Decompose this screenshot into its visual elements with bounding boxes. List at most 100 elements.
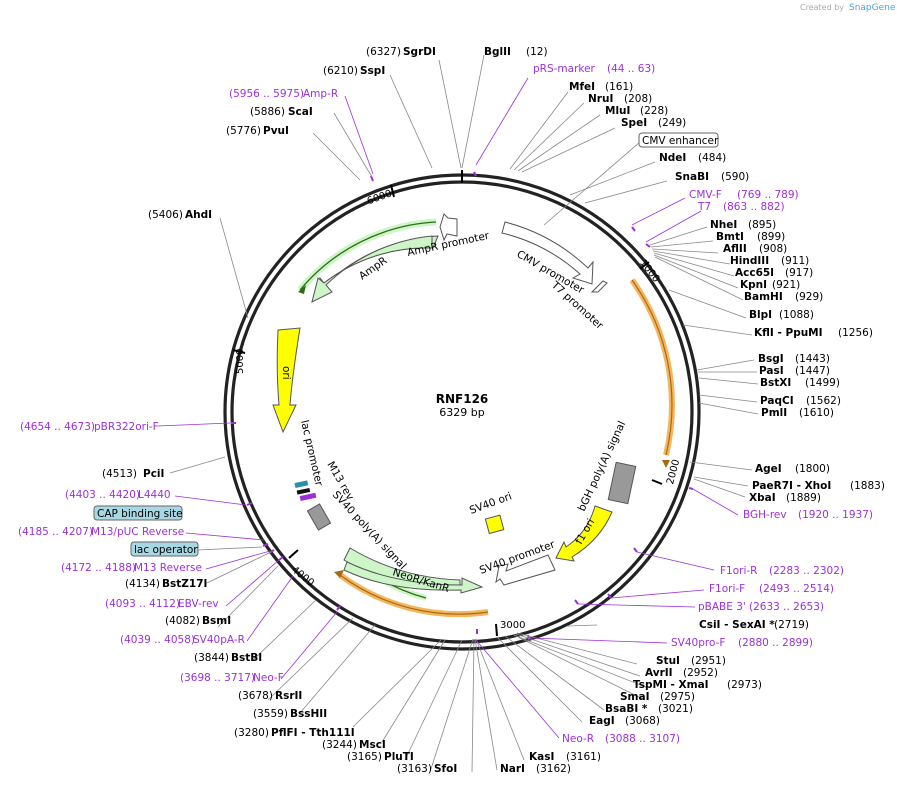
feature-sv40-promoter-arrow — [495, 554, 556, 586]
bamhi-pos: (929) — [795, 291, 823, 303]
eagi-pos: (3068) — [625, 715, 660, 727]
bsmi-pos: (4082) — [165, 615, 200, 627]
blpi-pos: (1088) — [779, 309, 814, 321]
pflfi-name: PflFI - Tth111I — [271, 727, 355, 739]
bglii-pos: (12) — [526, 46, 548, 58]
avrii-name: AvrII — [645, 667, 673, 679]
mfei-name: MfeI — [569, 81, 595, 93]
kpni-name: KpnI — [740, 279, 767, 291]
rsrii-pos: (3678) — [238, 690, 273, 702]
pvui-pos: (5776) — [226, 125, 261, 137]
sv40f-name: SV40pro-F — [671, 637, 725, 649]
csii-pos: (2719) — [774, 619, 809, 631]
bsabi-pos: (3021) — [658, 703, 693, 715]
enzyme-labels-left: (6327) SgrDI BglII (12) (6210) SspI (588… — [102, 46, 601, 775]
hindiii-name: HindIII — [730, 255, 769, 267]
bsgi-name: BsgI — [758, 353, 784, 365]
pvui-name: PvuI — [263, 125, 289, 137]
paer7i-pos: (1883) — [850, 480, 885, 492]
feature-bgh — [607, 461, 637, 505]
tick-3000: 3000 — [500, 620, 525, 631]
msci-pos: (3244) — [322, 739, 357, 751]
pbabe-pos: (2633 .. 2653) — [749, 601, 824, 613]
scai-pos: (5886) — [250, 106, 285, 118]
ring-ticks — [232, 170, 663, 637]
sgrdi-pos: (6327) — [366, 46, 401, 58]
xbai-name: XbaI — [749, 492, 776, 504]
neor-name: Neo-R — [562, 733, 594, 745]
pasi-name: PasI — [759, 365, 784, 377]
cmv-enhancer-label: CMV enhancer — [642, 135, 719, 147]
label-lac-promoter: lac promoter — [298, 419, 325, 488]
feature-cap-site — [306, 503, 332, 531]
bmti-pos: (899) — [757, 231, 785, 243]
kasi-pos: (3161) — [566, 751, 601, 763]
f1f-name: F1ori-F — [709, 583, 745, 595]
bstz17i-pos: (4134) — [125, 578, 160, 590]
l4440-pos: (4403 .. 4420) — [65, 489, 140, 501]
ebv-pos: (4093 .. 4112) — [105, 598, 180, 610]
bgh-pos: (1920 .. 1937) — [798, 509, 873, 521]
tspmi-name: TspMI - XmaI — [633, 679, 709, 691]
cmvf-name: CMV-F — [689, 189, 722, 201]
eagi-name: EagI — [589, 715, 615, 727]
blpi-name: BlpI — [749, 309, 772, 321]
m13r-name: M13 Reverse — [134, 562, 202, 574]
sv40pa-name: SV40pA-R — [193, 634, 245, 646]
f1r-pos: (2283 .. 2302) — [769, 565, 844, 577]
tick-5000: 5000 — [235, 349, 246, 374]
snabi-pos: (590) — [721, 171, 749, 183]
agei-name: AgeI — [755, 463, 782, 475]
plasmid-name: RNF126 — [436, 392, 489, 406]
bamhi-name: BamHI — [744, 291, 783, 303]
cap-site-box — [93, 505, 183, 521]
sv40pa-pos: (4039 .. 4058) — [120, 634, 195, 646]
xbai-pos: (1889) — [786, 492, 821, 504]
bstz17i-name: BstZ17I — [162, 578, 207, 590]
label-ori: ori — [280, 366, 292, 380]
nhei-pos: (895) — [748, 219, 776, 231]
tick-6000: 6000 — [366, 188, 394, 207]
bsshii-pos: (3559) — [253, 708, 288, 720]
m13r-pos: (4172 .. 4188) — [61, 562, 136, 574]
pmli-name: PmlI — [761, 407, 787, 419]
leader-lines — [169, 54, 759, 773]
pluti-pos: (3165) — [347, 751, 382, 763]
pcii-name: PciI — [143, 468, 164, 480]
feature-m13 — [299, 492, 317, 501]
orf-arrowhead — [662, 460, 670, 468]
mlui-pos: (228) — [640, 105, 668, 117]
bsabi-name: BsaBI * — [605, 703, 648, 715]
ndei-name: NdeI — [659, 152, 686, 164]
paqci-name: PaqCI — [760, 395, 794, 407]
credit-prefix: Created by — [800, 3, 844, 12]
snabi-name: SnaBI — [675, 171, 709, 183]
feature-ampr-arrow — [311, 235, 439, 303]
pmli-pos: (1610) — [799, 407, 834, 419]
t7-name: T7 — [697, 201, 711, 213]
acc65i-pos: (917) — [785, 267, 813, 279]
smai-name: SmaI — [620, 691, 650, 703]
paer7i-name: PaeR7I - XhoI — [752, 480, 831, 492]
mlui-name: MluI — [605, 105, 630, 117]
kasi-name: KasI — [529, 751, 554, 763]
pasi-pos: (1447) — [795, 365, 830, 377]
t7-pos: (863 .. 882) — [723, 201, 785, 213]
bstxi-name: BstXI — [760, 377, 791, 389]
csii-name: CsiI - SexAI * — [699, 619, 775, 631]
cap-site-label: CAP binding site — [97, 508, 183, 520]
f1r-name: F1ori-R — [720, 565, 757, 577]
ndei-pos: (484) — [698, 152, 726, 164]
neof-pos: (3698 .. 3717) — [180, 672, 255, 684]
pbr322-name: pBR322ori-F — [94, 421, 159, 433]
kfli-pos: (1256) — [838, 327, 873, 339]
feature-t7-arrow — [590, 280, 608, 293]
sspi-name: SspI — [360, 65, 385, 77]
bstxi-pos: (1499) — [805, 377, 840, 389]
feature-sv40ori — [484, 514, 505, 535]
afiii-name: AflII — [723, 243, 747, 255]
bsshii-name: BssHII — [290, 708, 327, 720]
feature-cmv-promoter-arrow — [501, 221, 594, 285]
pbr322-pos: (4654 .. 4673) — [20, 421, 95, 433]
bgh-name: BGH-rev — [743, 509, 787, 521]
